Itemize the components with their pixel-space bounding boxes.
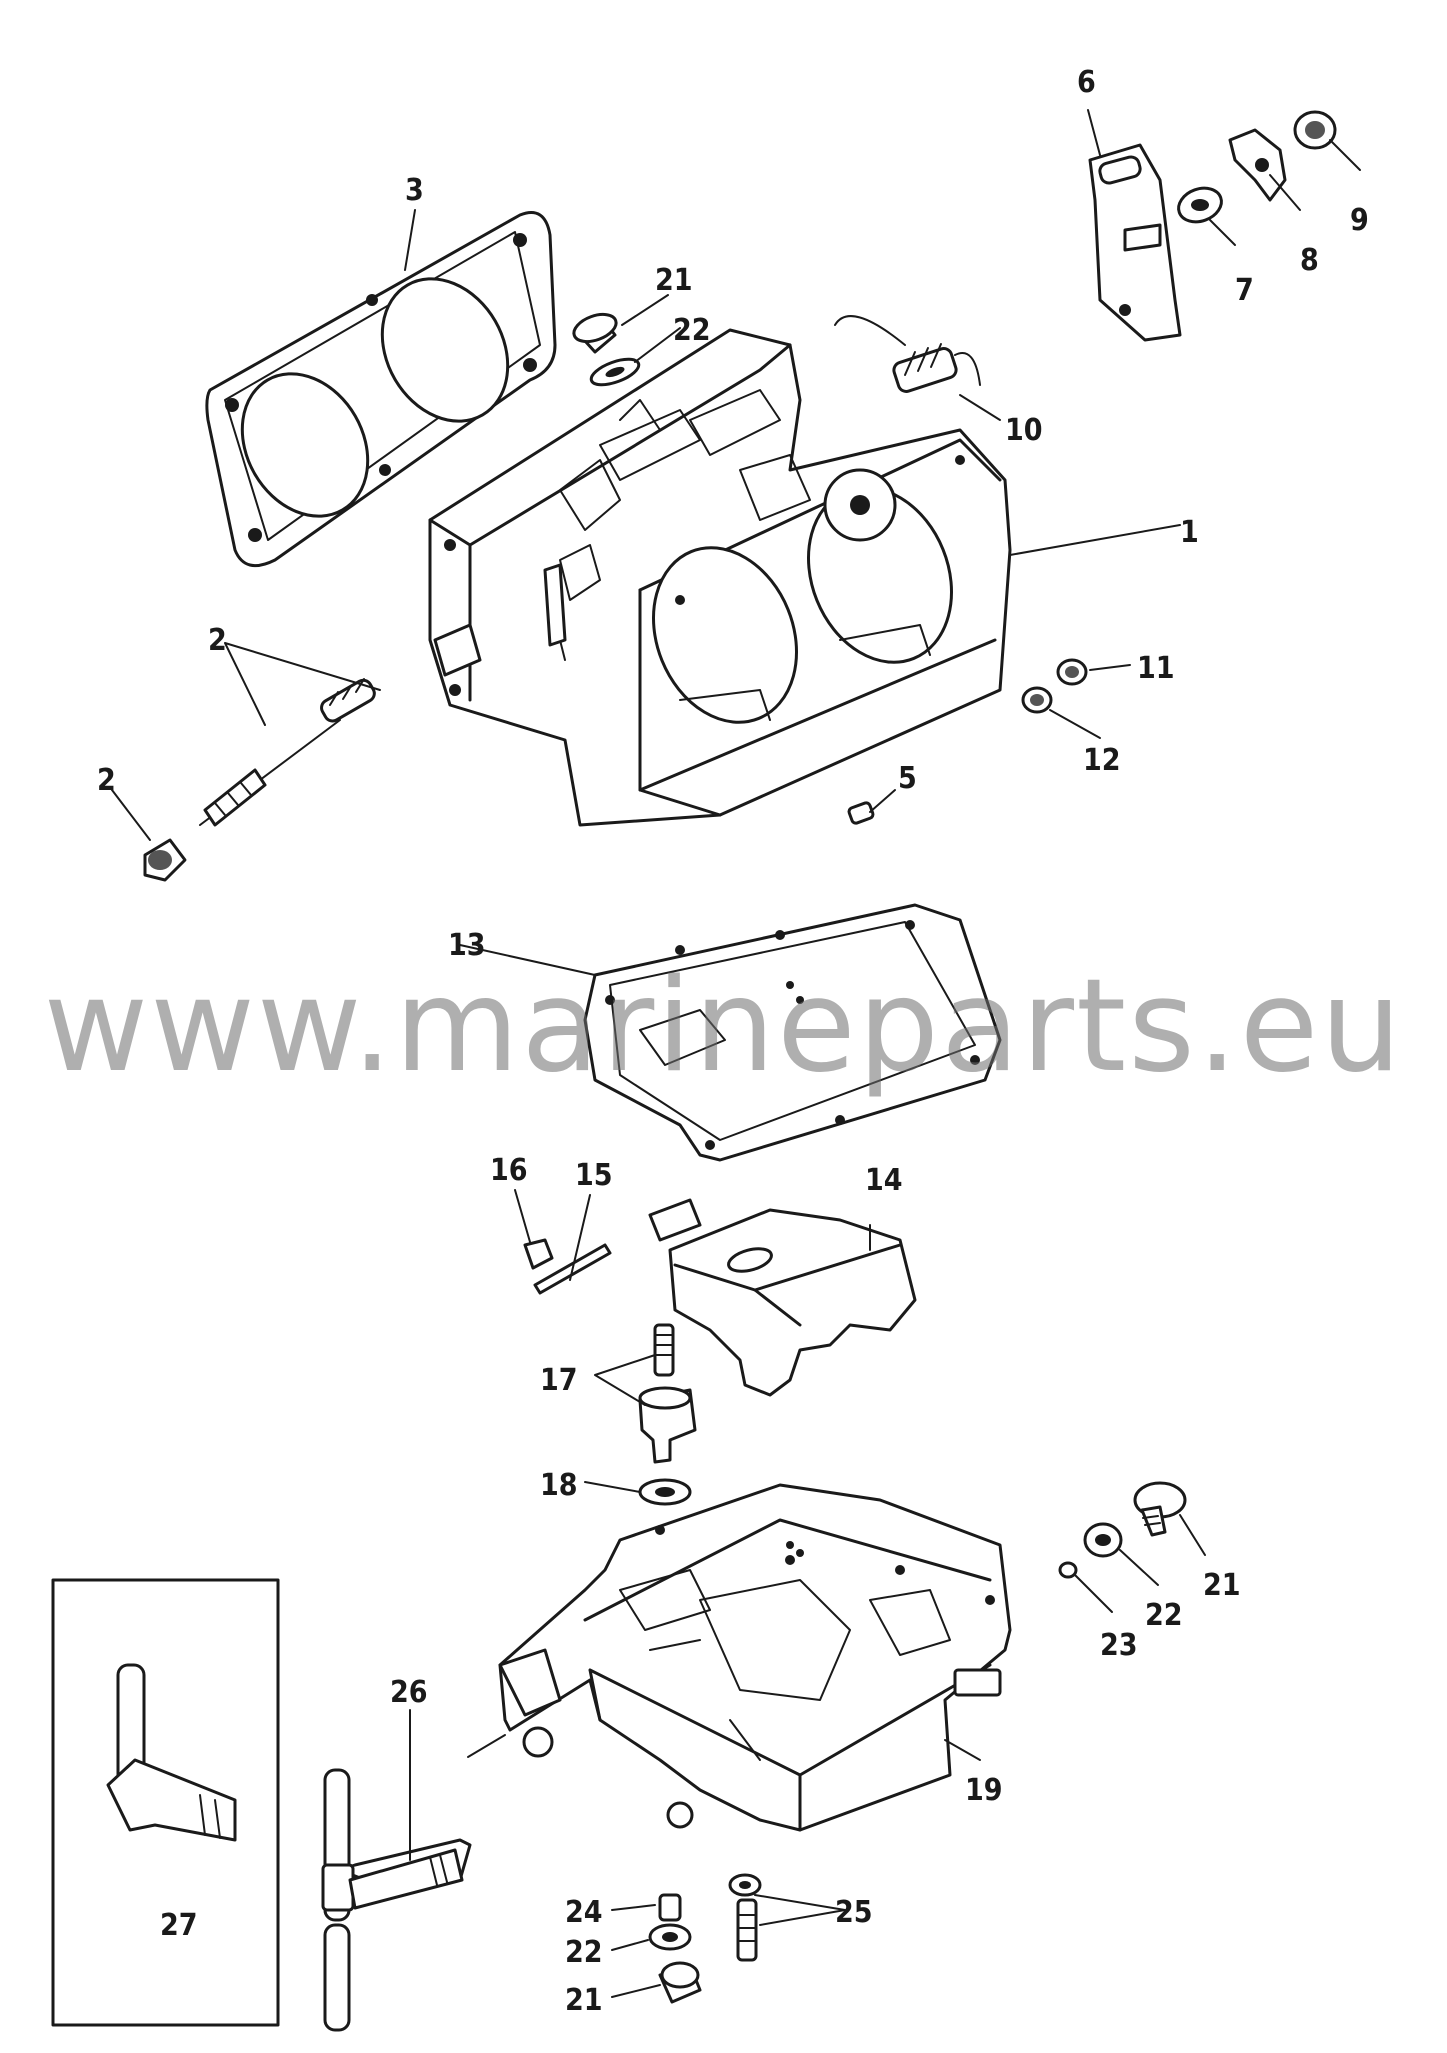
- part-13-nut: [1021, 686, 1053, 714]
- part-22-washer-top: [589, 357, 641, 387]
- callout-23: 23: [1100, 1628, 1138, 1663]
- callout-11: 10: [1005, 413, 1043, 448]
- callout-15: 14: [865, 1163, 903, 1198]
- callout-21-bottom: 21: [565, 1983, 603, 2018]
- leader-lines: [111, 109, 1361, 1998]
- callout-22-top: 22: [673, 313, 711, 348]
- callout-3: 2: [208, 623, 227, 658]
- callout-13: 12: [1083, 743, 1121, 778]
- part-8-washer: [1177, 186, 1223, 224]
- part-10-nut: [1293, 110, 1337, 150]
- part-22-washer-bottom: [648, 1923, 692, 1951]
- part-21-bolt-right: [1133, 1481, 1187, 1537]
- part-1-throttle-body: [428, 328, 1012, 827]
- callout-7: 6: [1077, 65, 1096, 100]
- part-23-screw: [1058, 1561, 1078, 1579]
- callout-21-top: 21: [655, 263, 693, 298]
- callout-8: 7: [1235, 273, 1254, 308]
- callout-22-bottom: 22: [565, 1935, 603, 1970]
- part-7-bracket: [1088, 143, 1182, 342]
- callout-26: 26: [390, 1675, 428, 1710]
- part-12-nut: [1056, 658, 1088, 686]
- part-18-needle-seat: [638, 1323, 697, 1464]
- callout-27: 27: [160, 1908, 198, 1943]
- part-14-gasket: [583, 903, 1002, 1162]
- part-21-plug-bottom: [658, 1961, 702, 2004]
- callout-6: 5: [898, 761, 917, 796]
- callout-5: 3: [405, 173, 424, 208]
- callout-22-right: 22: [1145, 1598, 1183, 1633]
- callout-19: 18: [540, 1468, 578, 1503]
- part-17-clip: [523, 1238, 554, 1270]
- callout-9: 8: [1300, 243, 1319, 278]
- inset-box: [51, 1578, 280, 2027]
- callout-17: 16: [490, 1153, 528, 1188]
- part-19-washer: [638, 1478, 692, 1506]
- part-3-needle-spring: [199, 678, 376, 827]
- part-15-float: [648, 1198, 917, 1397]
- callout-labels: 3 21 22 6 7 8 9 10 1 2 2 5 11 12 13 14 1…: [97, 65, 1369, 2018]
- part-11-spring: [834, 315, 981, 393]
- part-21-plug-top: [572, 312, 618, 354]
- callout-25: 25: [835, 1895, 873, 1930]
- callout-2: 2: [97, 763, 116, 798]
- part-27-elbow-fitting: [106, 1663, 237, 1842]
- part-26-fitting: [321, 1768, 472, 2032]
- part-22-washer-right: [1083, 1522, 1123, 1558]
- callout-24: 24: [565, 1895, 603, 1930]
- callout-20: 19: [965, 1773, 1003, 1808]
- part-24-jet: [658, 1893, 682, 1922]
- part-6-plug: [847, 801, 875, 825]
- part-9-lever: [1228, 128, 1287, 202]
- callout-12: 11: [1137, 651, 1175, 686]
- part-2-cap: [143, 838, 187, 882]
- callout-10: 9: [1350, 203, 1369, 238]
- callout-16: 15: [575, 1158, 613, 1193]
- callout-21-right: 21: [1203, 1568, 1241, 1603]
- callout-1: 1: [1180, 515, 1199, 550]
- part-25-screw-washer: [728, 1873, 762, 1962]
- part-5-gasket: [205, 211, 557, 568]
- part-20-float-bowl: [498, 1483, 1012, 1832]
- callout-18: 17: [540, 1363, 578, 1398]
- callout-14: 13: [448, 928, 486, 963]
